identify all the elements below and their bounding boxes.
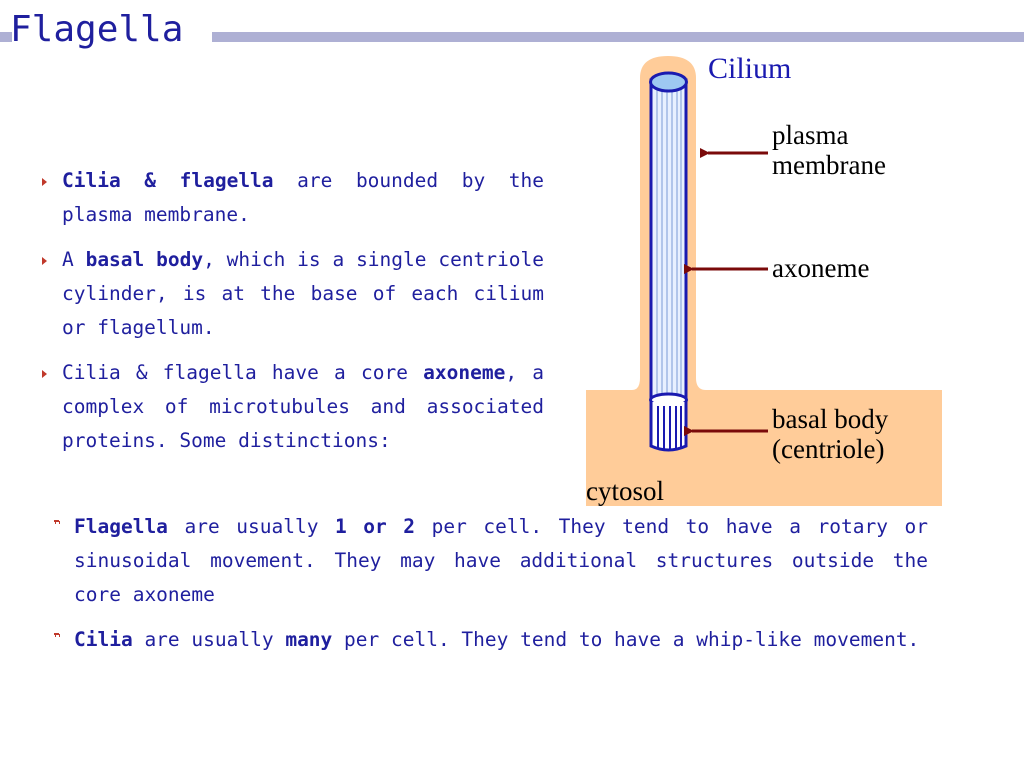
bullet-text-bold: 1 or 2 xyxy=(334,515,416,538)
cilium-diagram-svg xyxy=(586,56,942,506)
cytosol-label: cytosol xyxy=(586,476,664,506)
axoneme-top xyxy=(649,71,688,93)
bullet-text: A xyxy=(62,248,86,271)
bullet-text-bold: basal body xyxy=(85,248,204,271)
bullet-text: , which is a single centriole cylinder, … xyxy=(62,248,544,339)
triangle-bullet-icon xyxy=(42,257,47,265)
bullet-text: are usually xyxy=(132,628,286,651)
bullet-text-bold: Flagella xyxy=(74,515,168,538)
bullet-text: Cilia & flagella have a core xyxy=(62,361,424,384)
bullet-text-bold: axoneme xyxy=(423,361,506,384)
triangle-bullet-icon xyxy=(42,370,47,378)
basal-body-triplet-lines xyxy=(657,406,682,450)
axoneme-label: axoneme xyxy=(772,253,870,283)
sub-bullet-item: Flagella are usually 1 or 2 per cell. Th… xyxy=(54,510,928,612)
cytosol-region xyxy=(586,56,942,506)
cilium-label: Cilium xyxy=(708,52,792,85)
bullet-text: per cell. They tend to have a rotary or … xyxy=(74,515,928,606)
title-rule xyxy=(212,32,1024,42)
title-rule-left xyxy=(0,32,12,42)
bullet-item: A basal body, which is a single centriol… xyxy=(42,243,544,345)
triangle-bullet-icon xyxy=(42,178,47,186)
cilium-diagram: Cilium plasma membrane axoneme basal bod… xyxy=(580,50,1024,510)
bullet-text: , a complex of microtubules and associat… xyxy=(62,361,544,452)
plasma-membrane-label: plasma membrane xyxy=(772,120,886,180)
sub-bullet-list: Flagella are usually 1 or 2 per cell. Th… xyxy=(54,510,928,668)
bullet-item: Cilia & flagella are bounded by the plas… xyxy=(42,164,545,232)
bullet-text-bold: many xyxy=(285,628,333,651)
bullet-text-bold: Cilia xyxy=(74,628,133,651)
slide-title: Flagella xyxy=(10,9,184,50)
dash-bullet-icon xyxy=(54,520,60,525)
main-bullet-list: Cilia & flagella are bounded by the plas… xyxy=(42,164,545,469)
basal-body-label: basal body (centriole) xyxy=(772,404,889,464)
dash-bullet-icon xyxy=(54,633,60,638)
bullet-text: per cell. They tend to have a whip-like … xyxy=(332,628,920,651)
sub-bullet-item: Cilia are usually many per cell. They te… xyxy=(54,623,928,657)
axoneme-microtubule-lines xyxy=(656,84,682,398)
bullet-text: are usually xyxy=(167,515,335,538)
bullet-text-bold: Cilia & flagella xyxy=(62,169,274,192)
bullet-item: Cilia & flagella have a core axoneme, a … xyxy=(42,356,544,458)
bullet-text: are bounded by the plasma membrane. xyxy=(62,169,545,226)
basal-body xyxy=(649,402,688,452)
